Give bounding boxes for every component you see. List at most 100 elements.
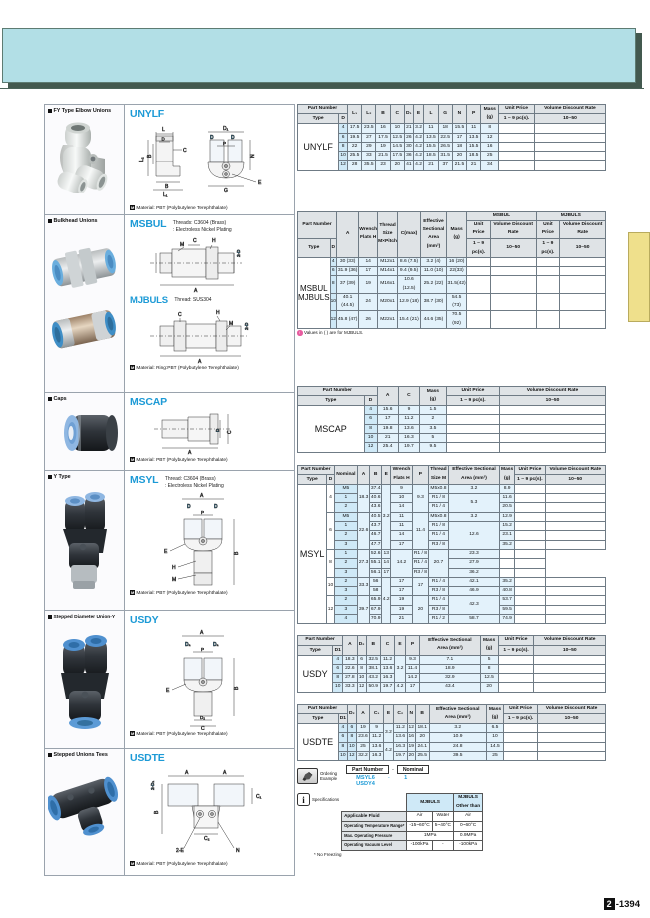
cell-unit-price[interactable] [497,682,535,693]
cell-discount[interactable] [514,548,546,560]
cell-discount-msbul[interactable] [489,275,537,294]
cell-p: 14.2 [404,673,421,684]
cell-price-mjbuls[interactable] [535,256,561,267]
cell-unit-price[interactable] [497,654,535,665]
cell-discount[interactable] [499,442,606,453]
cell-unit-price[interactable] [514,530,546,541]
cell-unit-price[interactable] [499,567,516,578]
cell-unit-price[interactable] [514,521,546,532]
cell-mass: 59.5 [499,604,516,616]
cell-price-msbul[interactable] [466,265,491,277]
cell-area: 44.6 (35) [420,310,447,330]
cell-unit-price[interactable] [514,595,546,606]
cell-unit-price[interactable] [503,723,539,734]
cell-discount[interactable] [514,567,546,578]
cell-discount[interactable] [533,160,607,171]
cell-cmax: 12.9 (18) [396,292,422,312]
cell-unit-price[interactable] [514,511,546,523]
cell-discount-msbul[interactable] [489,256,537,267]
cell-discount[interactable] [533,682,606,693]
cell-unit-price[interactable] [498,132,535,143]
cell-l2: 33 [361,151,377,162]
cell-discount-mjbuls[interactable] [559,275,606,294]
cell-unit-price[interactable] [503,741,539,752]
cell-discount-msbul[interactable] [489,292,537,312]
cell-mass: 34 [480,160,500,171]
cell-unit-price[interactable] [498,151,535,162]
photo-unylf [57,122,108,193]
cell-discount-mjbuls[interactable] [559,292,606,312]
cell-unit-price[interactable] [499,558,516,569]
cell-unit-price[interactable] [514,604,546,616]
cell-unit-price[interactable] [445,423,501,434]
cell-unit-price[interactable] [514,483,546,495]
cell-discount[interactable] [533,663,606,675]
cell-discount[interactable] [544,576,607,588]
cell-discount[interactable] [537,732,606,743]
cell-discount-msbul[interactable] [489,265,537,277]
cell-price-msbul[interactable] [466,275,491,294]
cell-unit-price[interactable] [514,493,546,504]
cell-price-mjbuls[interactable] [535,292,561,312]
cell-unit-price[interactable] [514,502,546,513]
cell-discount[interactable] [499,423,606,434]
cell-discount[interactable] [544,521,607,532]
cell-discount[interactable] [544,483,607,495]
cell-price-mjbuls[interactable] [535,310,561,330]
cell-discount[interactable] [544,502,607,513]
table-row: 12 25.4 19.7 9.5 [298,442,606,453]
cell-discount[interactable] [544,595,607,606]
cell-discount[interactable] [533,132,607,143]
cell-discount[interactable] [533,123,607,134]
cell-d: 4 [363,405,378,416]
cell-discount[interactable] [499,405,606,416]
cell-unit-price[interactable] [498,123,535,134]
cell-price-mjbuls[interactable] [535,265,561,277]
cell-unit-price[interactable] [503,732,539,743]
cell-discount[interactable] [544,539,607,550]
cell-unit-price[interactable] [445,414,501,425]
cell-price-msbul[interactable] [466,310,491,330]
cell-price-mjbuls[interactable] [535,275,561,294]
cell-unit-price[interactable] [499,548,516,560]
cell-discount[interactable] [499,432,606,444]
th-discount-mjbuls: Volume Discount Rate [559,220,606,239]
cell-discount-mjbuls[interactable] [559,265,606,277]
cell-unit-price[interactable] [445,405,501,416]
cell-unit-price[interactable] [503,750,539,762]
cell-d: 4 [338,123,348,134]
cell-discount[interactable] [533,654,606,665]
cell-discount[interactable] [514,558,546,569]
cell-price-msbul[interactable] [466,292,491,312]
cell-unit-price[interactable] [445,442,501,453]
cell-discount[interactable] [537,723,606,734]
cell-unit-price[interactable] [498,160,535,171]
cell-discount[interactable] [537,750,606,762]
cell-discount-mjbuls[interactable] [559,310,606,330]
cell-discount[interactable] [544,604,607,616]
cell-unit-price[interactable] [497,663,535,675]
svg-text:A: A [223,770,227,776]
cell-discount-msbul[interactable] [489,310,537,330]
cell-discount[interactable] [533,151,607,162]
cell-unit-price[interactable] [514,539,546,550]
cell-discount[interactable] [544,493,607,504]
cell-discount[interactable] [533,141,607,153]
cell-unit-price[interactable] [445,432,501,444]
cell-price-msbul[interactable] [466,256,491,267]
section-drawing-panel: USDTE A A 2-D₁ [125,749,294,875]
cell-unit-price[interactable] [498,141,535,153]
dimension-drawing-mscap: D C A [130,408,290,456]
cell-unit-price[interactable] [514,576,546,588]
cell-unit-price[interactable] [514,586,546,597]
cell-discount[interactable] [544,530,607,541]
cell-unit-price[interactable] [497,673,535,684]
cell-discount[interactable] [499,414,606,425]
cell-discount[interactable] [544,511,607,523]
cell-discount[interactable] [544,613,607,625]
cell-discount[interactable] [537,741,606,752]
cell-unit-price[interactable] [514,613,546,625]
cell-discount-mjbuls[interactable] [559,256,606,267]
cell-discount[interactable] [544,586,607,597]
cell-discount[interactable] [533,673,606,684]
